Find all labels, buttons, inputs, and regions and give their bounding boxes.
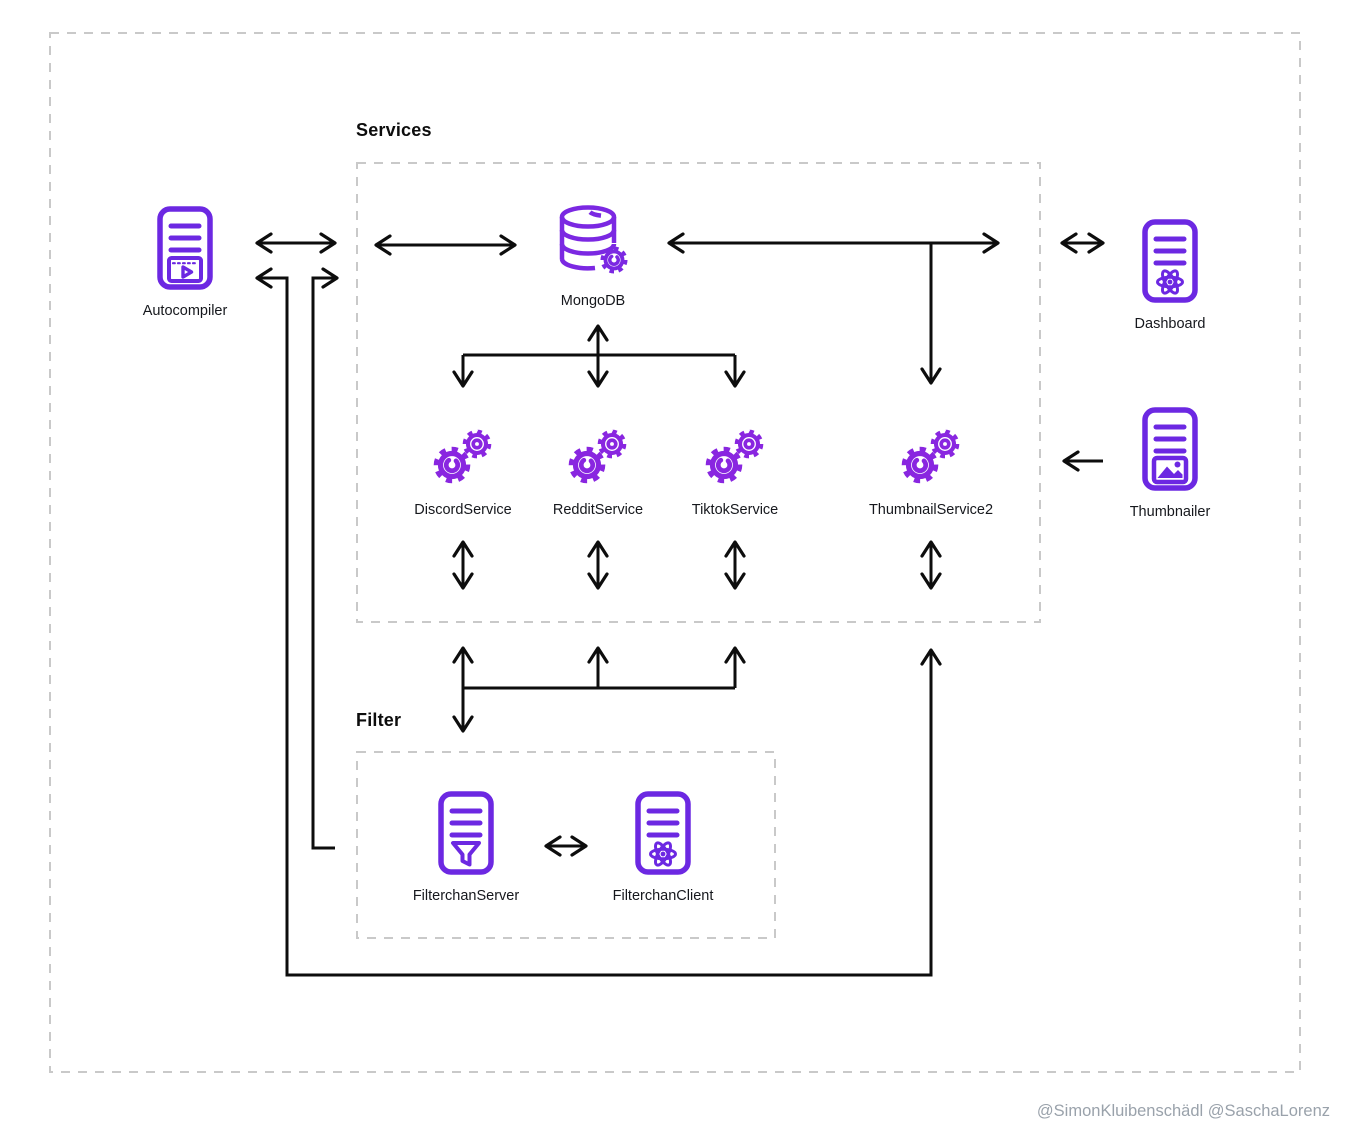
node-dashboard: Dashboard: [1080, 218, 1260, 332]
node-label: Dashboard: [1134, 316, 1206, 332]
node-filterchanclient: FilterchanClient: [573, 790, 753, 904]
node-redditservice: RedditService: [508, 426, 688, 518]
node-label: FilterchanServer: [412, 888, 520, 904]
node-label: DiscordService: [414, 502, 512, 518]
outer-boundary-box: [49, 32, 1301, 1073]
gears-icon: [701, 426, 769, 490]
node-mongodb: MongoDB: [503, 203, 683, 309]
attribution-text: @SimonKluibenschädl @SaschaLorenz: [1036, 1102, 1330, 1120]
services-group-box: [356, 162, 1041, 623]
node-label: MongoDB: [560, 293, 626, 309]
services-group-label: Services: [356, 120, 432, 140]
node-filterchanserver: FilterchanServer: [376, 790, 556, 904]
server-video-icon: [156, 205, 214, 291]
node-label: TiktokService: [691, 502, 779, 518]
server-atom-icon: [1141, 218, 1199, 304]
server-image-icon: [1141, 406, 1199, 492]
filter-group-box: [356, 751, 776, 939]
node-thumbnailer: Thumbnailer: [1080, 406, 1260, 520]
node-tiktokservice: TiktokService: [645, 426, 825, 518]
database-gear-icon: [555, 203, 631, 281]
gears-icon: [429, 426, 497, 490]
connector-arrows: [255, 232, 1105, 977]
node-label: FilterchanClient: [612, 888, 714, 904]
node-thumbnailservice2: ThumbnailService2: [841, 426, 1021, 518]
gears-icon: [564, 426, 632, 490]
server-funnel-icon: [437, 790, 495, 876]
node-label: ThumbnailService2: [868, 502, 994, 518]
gears-icon: [897, 426, 965, 490]
node-label: RedditService: [552, 502, 644, 518]
filter-group-label: Filter: [356, 710, 402, 730]
node-discordservice: DiscordService: [373, 426, 553, 518]
node-label: Thumbnailer: [1129, 504, 1211, 520]
server-atom-icon: [634, 790, 692, 876]
node-label: Autocompiler: [142, 303, 228, 319]
node-autocompiler: Autocompiler: [95, 205, 275, 319]
